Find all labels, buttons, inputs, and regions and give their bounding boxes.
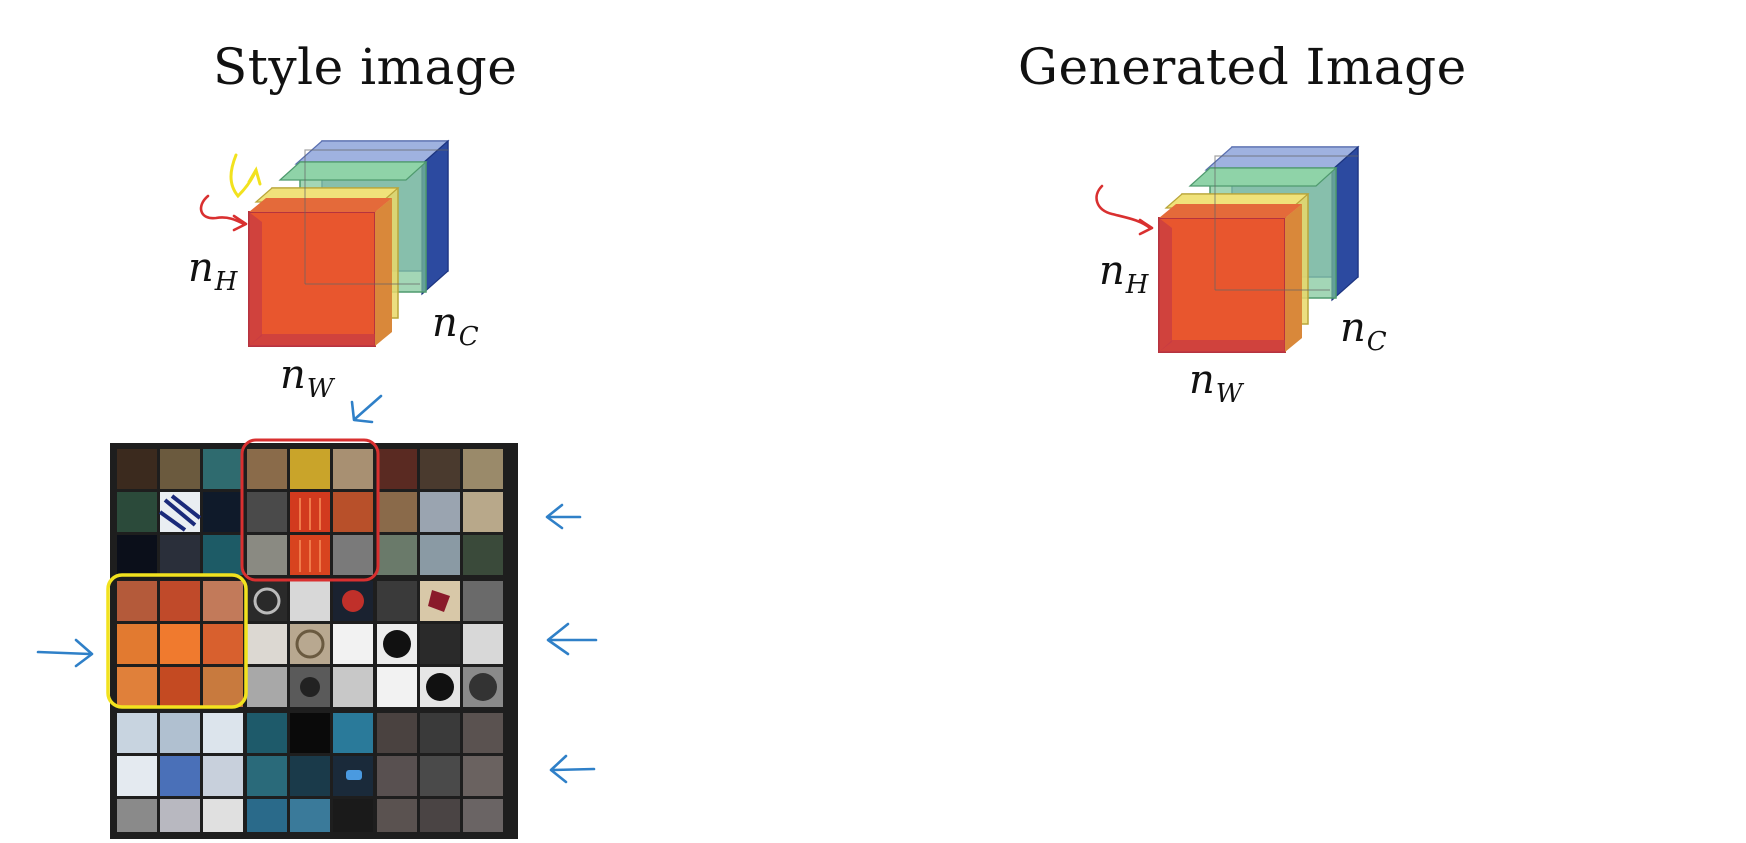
feature-block-circle-textures [247, 581, 373, 707]
style-channel-orange [248, 198, 392, 347]
generated-channel-orange [1158, 204, 1302, 353]
blue-arrow-right-1 [545, 503, 582, 530]
style-image-title: Style image [213, 38, 518, 96]
feature-block-grey-textures [377, 713, 503, 832]
feature-block-line-textures [117, 713, 243, 832]
generated-activation-volume [1158, 145, 1360, 353]
feature-block-red-textures [247, 449, 373, 575]
generated-image-title: Generated Image [1018, 38, 1467, 96]
red-highlight-box [240, 438, 380, 582]
generated-red-arrow-annotation [1095, 184, 1152, 230]
yellow-highlight-box [106, 573, 248, 709]
generated-height-label: nH [1099, 248, 1149, 300]
generated-channel-label: nC [1340, 305, 1387, 357]
red-arrow-annotation [199, 194, 246, 226]
feature-block-orange-textures [117, 581, 243, 707]
feature-block-dark-textures [117, 449, 243, 575]
blue-arrow-right-3 [549, 754, 596, 784]
blue-arrow-top [350, 394, 383, 424]
style-activation-volume [248, 139, 450, 347]
style-width-label: nW [280, 352, 334, 404]
blue-arrow-left [36, 638, 94, 668]
style-channel-label: nC [432, 300, 479, 352]
style-height-label: nH [188, 245, 238, 297]
feature-visualization-grid [110, 443, 518, 839]
generated-width-label: nW [1189, 357, 1243, 409]
feature-block-teal-textures [247, 713, 373, 832]
blue-arrow-right-2 [546, 622, 598, 656]
feature-block-wood-textures [377, 449, 503, 575]
feature-block-bw-textures [377, 581, 503, 707]
